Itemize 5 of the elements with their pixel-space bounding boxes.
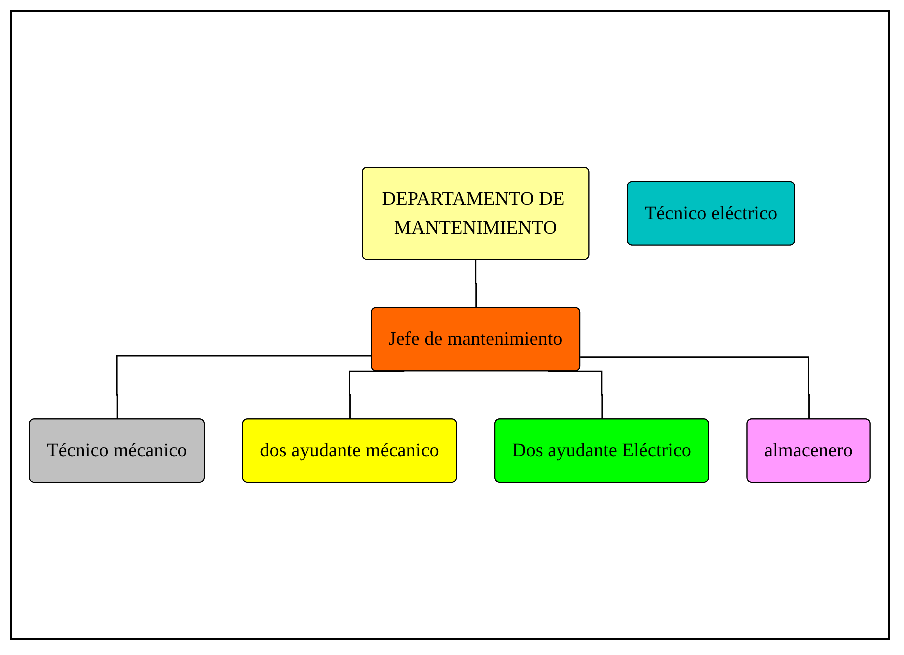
connector [349, 370, 405, 420]
connector [116, 355, 372, 420]
connector [580, 356, 810, 420]
connector [475, 259, 478, 308]
connector [548, 370, 604, 420]
